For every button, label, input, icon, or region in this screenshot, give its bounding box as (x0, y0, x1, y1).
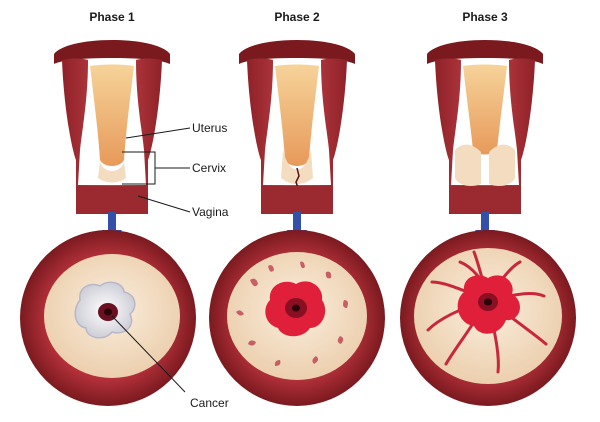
vagina-label: Vagina (192, 205, 229, 219)
cancer-label: Cancer (190, 396, 229, 410)
anatomy-leader-lines (122, 127, 191, 213)
cervix-closeup-phase-3 (400, 230, 576, 406)
phase-1-title: Phase 1 (89, 10, 135, 24)
uterus-label: Uterus (192, 121, 228, 135)
uterus-illustration-phase-2 (239, 40, 355, 214)
phase-2-title: Phase 2 (274, 10, 320, 24)
cervix-label: Cervix (192, 161, 227, 175)
phase-3-title: Phase 3 (462, 10, 508, 24)
uterus-illustration-phase-3 (427, 40, 543, 214)
uterus-illustration-phase-1 (54, 40, 170, 214)
cervix-closeup-phase-2 (209, 230, 385, 406)
cervix-closeup-phase-1 (20, 230, 196, 406)
cancer-leader-line (111, 315, 186, 393)
